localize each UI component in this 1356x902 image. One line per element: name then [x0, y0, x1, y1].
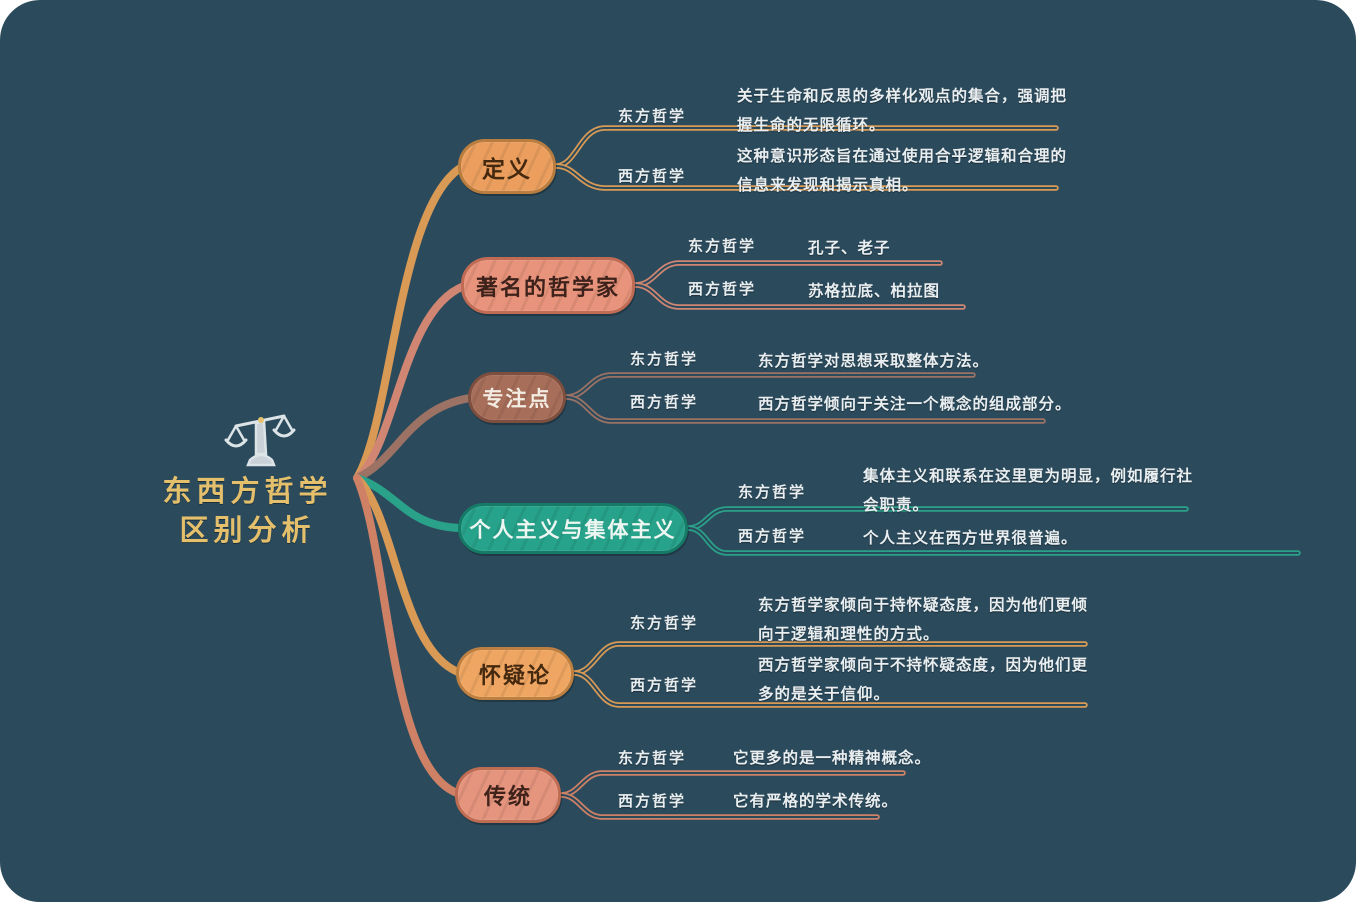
detail-text: 这种意识形态旨在通过使用合乎逻辑和合理的信息来发现和揭示真相。 [737, 147, 1068, 194]
side-label-west: 西方哲学 [630, 676, 699, 694]
side-label-east: 东方哲学 [630, 614, 699, 632]
side-label-east: 东方哲学 [618, 107, 687, 125]
side-label-west: 西方哲学 [738, 527, 807, 545]
detail-text: 苏格拉底、柏拉图 [808, 282, 941, 300]
branch-label: 专注点 [482, 386, 552, 411]
detail-text: 关于生命和反思的多样化观点的集合，强调把握生命的无限循环。 [737, 87, 1068, 134]
branch-node-definition[interactable]: 定义 [458, 139, 556, 194]
detail-text: 个人主义在西方世界很普遍。 [863, 529, 1078, 547]
detail-text: 西方哲学家倾向于不持怀疑态度，因为他们更多的是关于信仰。 [758, 656, 1089, 703]
detail-text: 西方哲学倾向于关注一个概念的组成部分。 [758, 395, 1072, 413]
branch-node-tradition[interactable]: 传统 [455, 767, 561, 823]
branch-curve-1 [353, 282, 468, 482]
branch-label: 定义 [482, 156, 532, 183]
side-label-east: 东方哲学 [688, 237, 757, 255]
branch-node-individualism-collectivism[interactable]: 个人主义与集体主义 [458, 503, 688, 554]
branch-label: 个人主义与集体主义 [469, 517, 677, 542]
root-title-line1: 东西方哲学 [162, 474, 333, 508]
root-title-line2: 区别分析 [179, 513, 316, 548]
detail-text: 东方哲学家倾向于持怀疑态度，因为他们更倾向于逻辑和理性的方式。 [758, 596, 1089, 643]
branch-curve-5 [353, 474, 461, 797]
detail-text: 孔子、老子 [808, 239, 891, 257]
branch-label: 怀疑论 [478, 663, 551, 689]
branch-curve-4 [353, 474, 462, 676]
balance-scale-icon [224, 414, 296, 467]
detail-text: 它更多的是一种精神概念。 [733, 749, 932, 767]
side-label-east: 东方哲学 [738, 483, 807, 501]
side-label-east: 东方哲学 [618, 749, 687, 767]
branch-label: 著名的哲学家 [475, 275, 620, 301]
side-label-west: 西方哲学 [630, 393, 699, 411]
detail-text: 东方哲学对思想采取整体方法。 [758, 352, 990, 370]
detail-text: 集体主义和联系在这里更为明显，例如履行社会职责。 [863, 467, 1194, 514]
branch-curve-3 [353, 474, 464, 532]
branch-node-skepticism[interactable]: 怀疑论 [456, 647, 574, 700]
root-topic[interactable]: 东西方哲学 区别分析 [150, 472, 345, 550]
branch-label: 传统 [483, 785, 532, 810]
side-label-west: 西方哲学 [618, 167, 687, 185]
side-label-east: 东方哲学 [630, 350, 699, 368]
branch-node-philosophers[interactable]: 著名的哲学家 [461, 257, 635, 314]
detail-text: 它有严格的学术传统。 [733, 792, 899, 810]
branch-node-focus[interactable]: 专注点 [468, 372, 566, 423]
side-label-west: 西方哲学 [618, 792, 687, 810]
branch-curve-0 [353, 163, 466, 482]
side-label-west: 西方哲学 [688, 280, 757, 298]
branch-curve-2 [353, 394, 474, 482]
